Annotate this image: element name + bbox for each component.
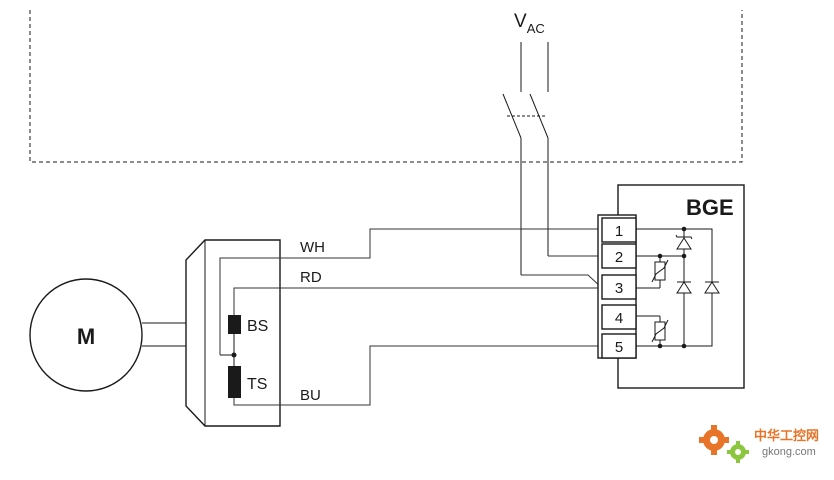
terminal-label-3: 3	[615, 280, 623, 297]
bs-coil	[228, 315, 241, 334]
terminal-label-4: 4	[615, 310, 623, 327]
terminal-5	[601, 333, 637, 359]
terminal-label-5: 5	[615, 339, 623, 356]
gear-icon-small	[727, 441, 749, 463]
wire-label-rd: RD	[300, 269, 322, 286]
watermark-cn: 中华工控网	[754, 428, 819, 444]
wire-rd	[233, 287, 602, 316]
terminal-4	[601, 304, 637, 330]
terminal-strip	[597, 214, 637, 359]
terminal-label-1: 1	[615, 223, 623, 240]
ts-coil	[228, 366, 241, 398]
wire-wh	[219, 228, 602, 355]
cabinet-boundary	[29, 10, 743, 163]
motor-shaft	[142, 322, 186, 347]
gear-icon	[699, 425, 729, 455]
wire-label-wh: WH	[300, 239, 325, 256]
wire-supply-connections	[521, 255, 603, 289]
watermark-en: gkong.com	[762, 446, 816, 458]
supply-switch	[502, 42, 549, 275]
wire-bu	[233, 345, 602, 406]
coil-junction-dot	[231, 352, 237, 358]
bs-label: BS	[247, 318, 268, 335]
ts-label: TS	[247, 376, 267, 393]
motor-label: M	[77, 324, 95, 349]
terminal-3	[601, 274, 637, 300]
terminal-label-2: 2	[615, 249, 623, 266]
terminal-1	[601, 217, 637, 243]
rectifier-title: BGE	[686, 195, 734, 220]
rectifier-circuit	[636, 226, 720, 349]
motor-symbol	[29, 278, 143, 392]
supply-label: VAC	[514, 11, 545, 36]
watermark-logo: 中华工控网 gkong.com	[699, 425, 819, 463]
wire-label-bu: BU	[300, 387, 321, 404]
